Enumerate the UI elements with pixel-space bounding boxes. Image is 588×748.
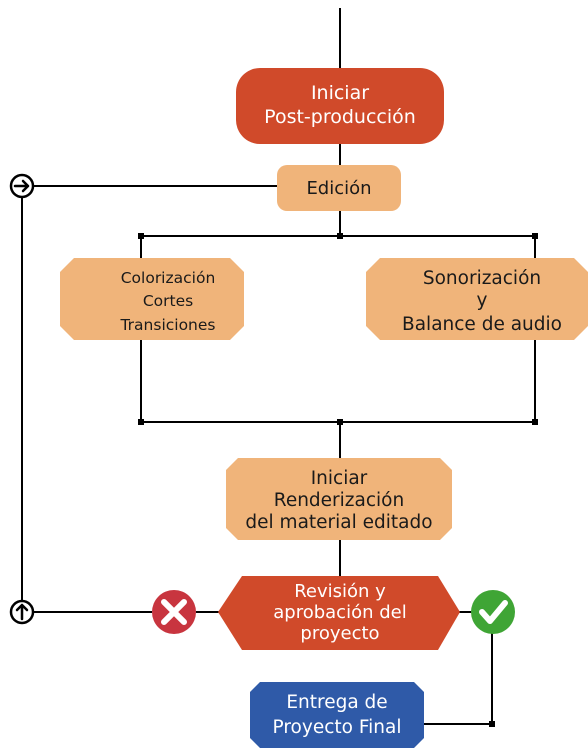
arrow-up-circle-icon: [9, 599, 35, 625]
check-circle-icon: [471, 590, 515, 634]
start-node-line-2: Post-producción: [264, 106, 416, 128]
x-circle-icon: [152, 590, 196, 634]
render-node-line-1: Iniciar: [311, 468, 368, 489]
review-node: Revisión y aprobación del proyecto: [218, 576, 460, 650]
review-node-line-3: proyecto: [300, 623, 379, 644]
edicion-node: Edición: [277, 165, 401, 211]
junction-dot: [138, 233, 144, 239]
final-node-line-2: Proyecto Final: [273, 717, 402, 738]
left-task-line-2: Cortes: [143, 292, 193, 310]
start-node-line-1: Iniciar: [311, 82, 369, 104]
right-task-line-1: Sonorización: [423, 268, 541, 289]
right-task-line-2: y: [477, 290, 488, 311]
left-task-node: Colorización Cortes Transiciones: [60, 258, 244, 340]
final-node: Entrega de Proyecto Final: [250, 682, 424, 748]
review-node-line-1: Revisión y: [294, 581, 386, 602]
final-node-line-1: Entrega de: [286, 692, 387, 713]
junction-dot: [532, 233, 538, 239]
junction-dot: [337, 419, 343, 425]
render-node: Iniciar Renderización del material edita…: [226, 458, 452, 540]
junction-dot: [532, 419, 538, 425]
junction-dot: [138, 419, 144, 425]
render-node-line-2: Renderización: [274, 490, 404, 511]
left-task-line-3: Transiciones: [119, 316, 215, 334]
right-task-line-3: Balance de audio: [402, 314, 562, 335]
render-node-line-3: del material editado: [245, 512, 432, 533]
arrow-right-circle-icon: [9, 173, 35, 199]
junction-dot: [489, 721, 495, 727]
junction-dots: [138, 233, 538, 727]
junction-dot: [337, 233, 343, 239]
review-node-line-2: aprobación del: [273, 602, 406, 623]
right-task-node: Sonorización y Balance de audio: [366, 258, 588, 340]
edicion-node-label: Edición: [306, 178, 371, 199]
start-node: Iniciar Post-producción: [236, 68, 444, 144]
left-task-line-1: Colorización: [121, 269, 216, 287]
